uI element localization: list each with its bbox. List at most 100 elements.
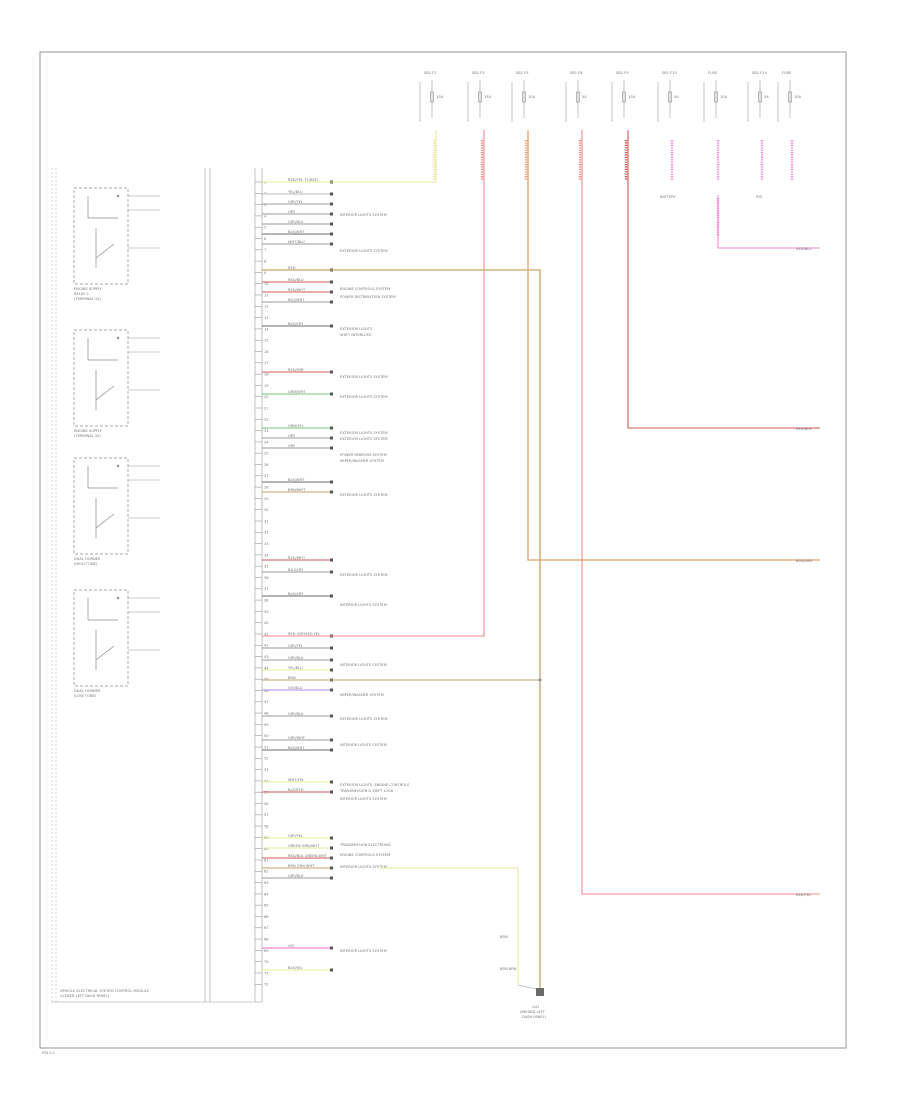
pin-number: 23 (264, 429, 269, 433)
destination-label: EXTERIOR LIGHTS SYSTEM (340, 717, 388, 721)
module-pin: 71 (255, 971, 269, 975)
module-label-line2: (LOWER LEFT DASH PANEL) (60, 994, 110, 998)
ground-label: DASH PANEL) (522, 1015, 547, 1019)
module-pin: 13 (255, 316, 269, 320)
pin-number: 67 (264, 926, 269, 930)
circuit-brown (262, 269, 541, 990)
wire-color-label: RED/YEL T1/RED (288, 178, 318, 182)
wire-row: GRN/YEL (262, 424, 333, 430)
wire-color-label: GRY (288, 444, 296, 448)
wire-color-label: BLK/GRY (288, 322, 304, 326)
module-pin: 69 (255, 949, 269, 953)
module-pin: 63 (255, 881, 269, 885)
module-pin: 16 (255, 350, 269, 354)
destination-label: ENGINE CONTROLS SYSTEM (340, 287, 390, 291)
module-pin: 40 (255, 621, 269, 625)
pin-number: 33 (264, 542, 269, 546)
relay-label: (LOW TONE) (74, 694, 97, 698)
module-pin: 30 (255, 508, 269, 512)
module-pin: 3 (255, 203, 266, 207)
module-pin: 24 (255, 440, 269, 444)
module-pin: 60 (255, 847, 269, 851)
wire-color-label: GRY/BLU (288, 220, 304, 224)
wire-row: RED/WHT (262, 288, 333, 294)
fuse-rating: 10A (794, 95, 802, 99)
pin-number: 41 (264, 632, 269, 636)
fuse-sub-label: P/B (756, 195, 762, 199)
wire-color-label: BLK/RED (288, 788, 304, 792)
destination-label: INTERIOR LIGHTS SYSTEM (340, 797, 387, 801)
module-pin: 38 (255, 599, 269, 603)
pin-number: 34 (264, 553, 269, 557)
wire-color-label: GRY/BLU (288, 656, 304, 660)
wire-row: GRY/BLU (262, 712, 333, 718)
pin-number: 64 (264, 892, 269, 896)
wire-row: BRN/WHT (262, 488, 333, 494)
ground-label: G41 (532, 1005, 539, 1009)
pin-number: 46 (264, 689, 269, 693)
right-wire-labels: RED/BLK BLK/GRN RED/YEL RED/BLU (796, 247, 812, 897)
relay-box (73, 457, 129, 555)
pin-number: 57 (264, 813, 269, 817)
wire-color-label: BLK/GRY (288, 592, 304, 596)
relay-label: (TERMINAL 50) (74, 434, 101, 438)
module-pin: 23 (255, 429, 269, 433)
destination-label: INTERIOR LIGHTS SYSTEM (340, 865, 387, 869)
pin-number: 54 (264, 779, 269, 783)
module-pin: 27 (255, 474, 269, 478)
wire-row: BLK/WHT (262, 746, 333, 752)
module-pin: 64 (255, 892, 269, 896)
destination-label: INTERIOR LIGHTS SYSTEM (340, 213, 387, 217)
wire-color-label: RED/GRY (288, 368, 305, 372)
wire-row: GREEN GRN/WHT (262, 844, 333, 850)
module-pin: 33 (255, 542, 269, 546)
wire-color-label: RED (288, 266, 296, 270)
wire-row: GRY/BLU (262, 220, 333, 226)
right-wire-label: RED/BLK (796, 427, 812, 431)
relay: ENGINE SUPPLY(TERMINAL 50) (73, 329, 160, 438)
wire-row-group: RED/YEL T1/RED YEL/BLU GRY/YEL GRY GRY/BLU BL… (262, 178, 410, 972)
pin-number: 18 (264, 373, 269, 377)
module-pin: 44 (255, 666, 269, 670)
wire-row: BLK/WHT (262, 230, 333, 236)
pin-number: 11 (264, 293, 269, 297)
module-pin: 39 (255, 610, 269, 614)
wire-color-label: WHT/BLU (288, 240, 305, 244)
destination-label: POWER DISTRIBUTION SYSTEM (340, 295, 396, 299)
module-pin: 52 (255, 757, 269, 761)
wire-row: GRY/WHT (262, 736, 333, 742)
module-pin: 46 (255, 689, 269, 693)
module-pin: 12 (255, 305, 269, 309)
wire-row: GRY/YEL (262, 644, 333, 650)
destination-label: EXTERIOR LIGHTS SYSTEM (340, 375, 388, 379)
pin-number: 21 (264, 406, 269, 410)
destination-label: EXTERIOR LIGHTS SYSTEM (340, 493, 388, 497)
relay-label: (TERMINAL 15) (74, 297, 101, 301)
module-pin: 68 (255, 938, 269, 942)
module-pin: 14 (255, 327, 269, 331)
relay-box (73, 589, 129, 687)
module-pin: 47 (255, 700, 269, 704)
fuse-sub-label: BATTERY (660, 195, 677, 199)
module-pin: 10 (255, 282, 269, 286)
module-pin: 26 (255, 463, 269, 467)
pin-number: 37 (264, 587, 269, 591)
fuse-name: SB1 F10 (662, 71, 678, 75)
module-pin: 53 (255, 768, 269, 772)
module-pin: 18 (255, 373, 269, 377)
wire-row: GRY (262, 210, 333, 216)
wire-row: YEL/BLU (262, 190, 333, 196)
module-pin: 17 (255, 361, 269, 365)
relay: DUAL HORNER(LOW TONE) (73, 589, 160, 698)
pin-number: 7 (264, 248, 266, 252)
module-label-line1: VEHICLE ELECTRICAL SYSTEM CONTROL MODULE (60, 989, 150, 993)
destination-label: INTERIOR LIGHTS SYSTEM (340, 603, 387, 607)
power-circuits (262, 130, 820, 990)
module-pin: 20 (255, 395, 269, 399)
circuit-pink-right (717, 195, 820, 249)
wire-color-label: RED/BLU (288, 278, 304, 282)
